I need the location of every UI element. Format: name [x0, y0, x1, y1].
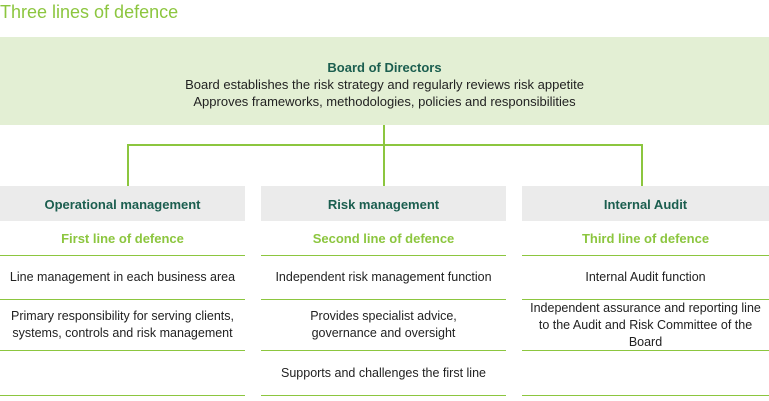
item-text: Line management in each business area — [9, 270, 236, 284]
item-text: Primary responsibility for serving clien… — [11, 309, 234, 323]
line-of-defence-label: Second line of defence — [261, 221, 506, 256]
connector-horizontal — [127, 144, 643, 146]
list-item: Independent assurance and reporting line… — [522, 300, 769, 351]
item-text: to the Audit and Risk Committee of the B… — [538, 317, 753, 349]
item-text: governance and oversight — [311, 326, 456, 340]
item-text: Independent risk management function — [275, 270, 492, 284]
connector-right — [641, 144, 643, 186]
board-description-line-1: Board establishes the risk strategy and … — [185, 77, 584, 92]
list-item — [522, 351, 769, 396]
list-item: Supports and challenges the first line — [261, 351, 506, 396]
connector-trunk — [383, 125, 385, 145]
board-description-line-2: Approves frameworks, methodologies, poli… — [193, 94, 576, 109]
list-item: Independent risk management function — [261, 256, 506, 300]
item-text: Provides specialist advice, — [310, 309, 457, 323]
line-of-defence-label: Third line of defence — [522, 221, 769, 256]
item-text: Independent assurance and reporting line — [530, 300, 761, 315]
column-internal-audit: Internal Audit Third line of defence Int… — [522, 186, 769, 396]
column-header: Internal Audit — [522, 186, 769, 221]
connector-middle — [383, 144, 385, 186]
diagram-title: Three lines of defence — [0, 2, 179, 22]
list-item: Provides specialist advice, governance a… — [261, 300, 506, 351]
column-risk-management: Risk management Second line of defence I… — [261, 186, 506, 396]
column-operational-management: Operational management First line of def… — [0, 186, 245, 396]
board-of-directors-box: Board of Directors Board establishes the… — [0, 37, 769, 125]
item-text: systems, controls and risk management — [12, 326, 233, 340]
list-item: Primary responsibility for serving clien… — [0, 300, 245, 351]
board-name: Board of Directors — [327, 60, 442, 75]
list-item: Internal Audit function — [522, 256, 769, 300]
connector-left — [127, 144, 129, 186]
column-header: Operational management — [0, 186, 245, 221]
list-item: Line management in each business area — [0, 256, 245, 300]
item-text: Internal Audit function — [585, 270, 706, 284]
list-item — [0, 351, 245, 396]
column-header: Risk management — [261, 186, 506, 221]
line-of-defence-label: First line of defence — [0, 221, 245, 256]
item-text: Supports and challenges the first line — [281, 365, 486, 380]
